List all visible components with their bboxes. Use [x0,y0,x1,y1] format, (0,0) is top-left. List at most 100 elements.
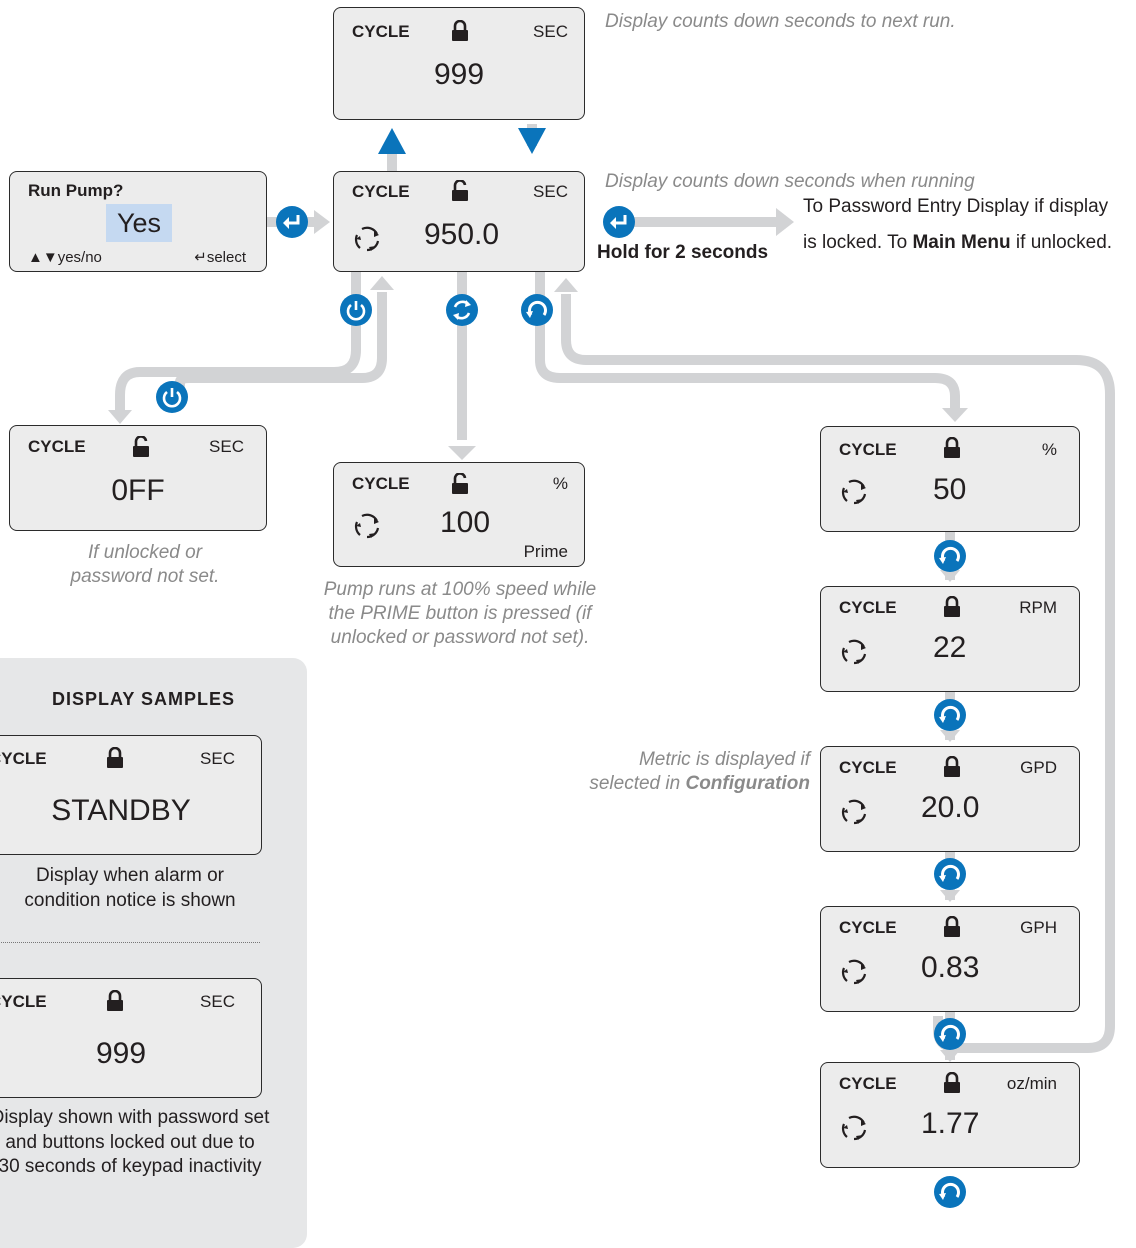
note-metric-line1: Metric is displayed if [638,749,810,770]
prime-button[interactable] [446,294,478,326]
enter-button[interactable] [276,206,308,238]
return-icon [939,1182,960,1200]
cycle-label: CYCLE [839,758,897,777]
lock-icon [451,19,469,47]
unlock-icon [451,472,469,500]
return-button-4[interactable] [934,1018,966,1050]
sample-caption-2-line1: Display shown with password set [0,1107,270,1128]
cycle-label: CYCLE [352,182,410,201]
display-stack-rpm: CYCLE RPM 22 [820,586,1080,692]
hold-label: Hold for 2 seconds [597,242,769,263]
run-pump-value[interactable]: Yes [106,204,172,242]
yes-no-hint: ▲▼yes/no [28,249,102,266]
cycle-icon [839,1113,869,1148]
display-stack-gpd: CYCLE GPD 20.0 [820,746,1080,852]
display-stack-gph: CYCLE GPH 0.83 [820,906,1080,1012]
display-value: 50 [933,473,967,506]
return-button[interactable] [521,294,553,326]
sample-caption-1: Display when alarm or condition notice i… [0,864,280,913]
select-label: select [206,249,246,266]
cycle-label: CYCLE [0,992,47,1011]
display-prime: CYCLE % 100 Prime [333,462,585,567]
samples-divider [0,942,260,943]
unit-label: RPM [1019,598,1057,617]
note-off-line1: If unlocked or [87,542,203,563]
note-off: If unlocked or password not set. [20,541,270,589]
cycle-icon [839,477,869,512]
samples-title: DISPLAY SAMPLES [51,689,236,709]
power-icon [346,301,366,321]
password-text-post: if unlocked. [1010,232,1113,253]
enter-icon [283,215,300,229]
prime-sub-label: Prime [523,542,568,561]
display-value: 0.83 [921,951,980,984]
cycle-label: CYCLE [352,474,410,493]
unit-label: SEC [200,992,235,1011]
enter-icon [610,215,627,229]
return-button-5[interactable] [934,1176,966,1208]
cycle-icon [839,957,869,992]
cycle-icon [839,637,869,672]
lock-icon [106,746,124,774]
display-value: 950.0 [424,218,500,251]
return-button-2[interactable] [934,699,966,731]
lock-icon [943,436,961,464]
lock-icon [943,1071,961,1099]
unit-label: % [552,474,568,493]
display-value: 0FF [111,474,165,507]
display-value: STANDBY [51,794,191,827]
lock-icon [943,595,961,623]
note-prime-line3: unlocked or password not set). [330,626,590,648]
unit-label: SEC [209,437,244,456]
select-hint: ↵select [194,249,246,266]
power-button[interactable] [340,294,372,326]
display-stack-oz-min: CYCLE oz/min 1.77 [820,1062,1080,1168]
display-samples-panel: DISPLAY SAMPLES CYCLE SEC STANDBY Displa… [0,658,307,1248]
main-menu-link: Main Menu [912,232,1011,253]
display-value: 22 [933,631,967,664]
lock-icon [106,989,124,1017]
return-icon [939,1024,960,1042]
note-metric: Metric is displayed if selected in Confi… [555,748,810,796]
unlock-icon [132,435,150,463]
display-run-pump: Run Pump? Yes ▲▼yes/no ↵select [9,171,267,272]
cycle-icon [352,224,382,259]
display-value: 999 [95,1037,147,1070]
return-button-3[interactable] [934,858,966,890]
cycle-label: CYCLE [28,437,86,456]
note-prime-line2: the PRIME button is pressed (if [328,602,592,624]
display-value: 20.0 [921,791,980,824]
cycle-icon [352,511,382,546]
enter-hold-button[interactable] [603,206,635,238]
note-prime-line1: Pump runs at 100% speed while [323,579,597,600]
power-icon [162,388,182,408]
display-top: CYCLE SEC 999 [333,7,585,120]
unlock-icon [451,179,469,207]
lock-icon [943,915,961,943]
lock-icon [943,755,961,783]
return-icon [939,546,960,564]
display-sample-locked: CYCLE SEC 999 [0,978,262,1098]
unit-label: % [1041,440,1057,459]
display-sample-standby: CYCLE SEC STANDBY [0,735,262,855]
sample-caption-1-line2: condition notice is shown [24,889,236,911]
note-top: Display counts down seconds to next run. [605,11,956,32]
note-off-line2: password not set. [70,565,220,587]
display-value: 1.77 [921,1107,980,1140]
password-text-line2: is locked. To Main Menu if unlocked. [803,233,1112,252]
power-button-off[interactable] [156,381,188,413]
unit-label: SEC [200,749,235,768]
unit-label: GPH [1020,918,1057,937]
note-metric-line2: selected in Configuration [555,772,810,796]
down-arrow-icon [518,128,546,154]
up-arrow-icon [378,128,406,154]
note-prime: Pump runs at 100% speed while the PRIME … [300,578,620,649]
sample-caption-2-line2: and buttons locked out due to [5,1131,255,1153]
sample-caption-2-line3: 30 seconds of keypad inactivity [0,1156,262,1178]
cycle-label: CYCLE [839,598,897,617]
cycle-label: CYCLE [839,918,897,937]
unit-label: GPD [1020,758,1057,777]
note-metric-configuration: Configuration [685,772,810,794]
return-button-1[interactable] [934,540,966,572]
unit-label: oz/min [1006,1074,1057,1093]
